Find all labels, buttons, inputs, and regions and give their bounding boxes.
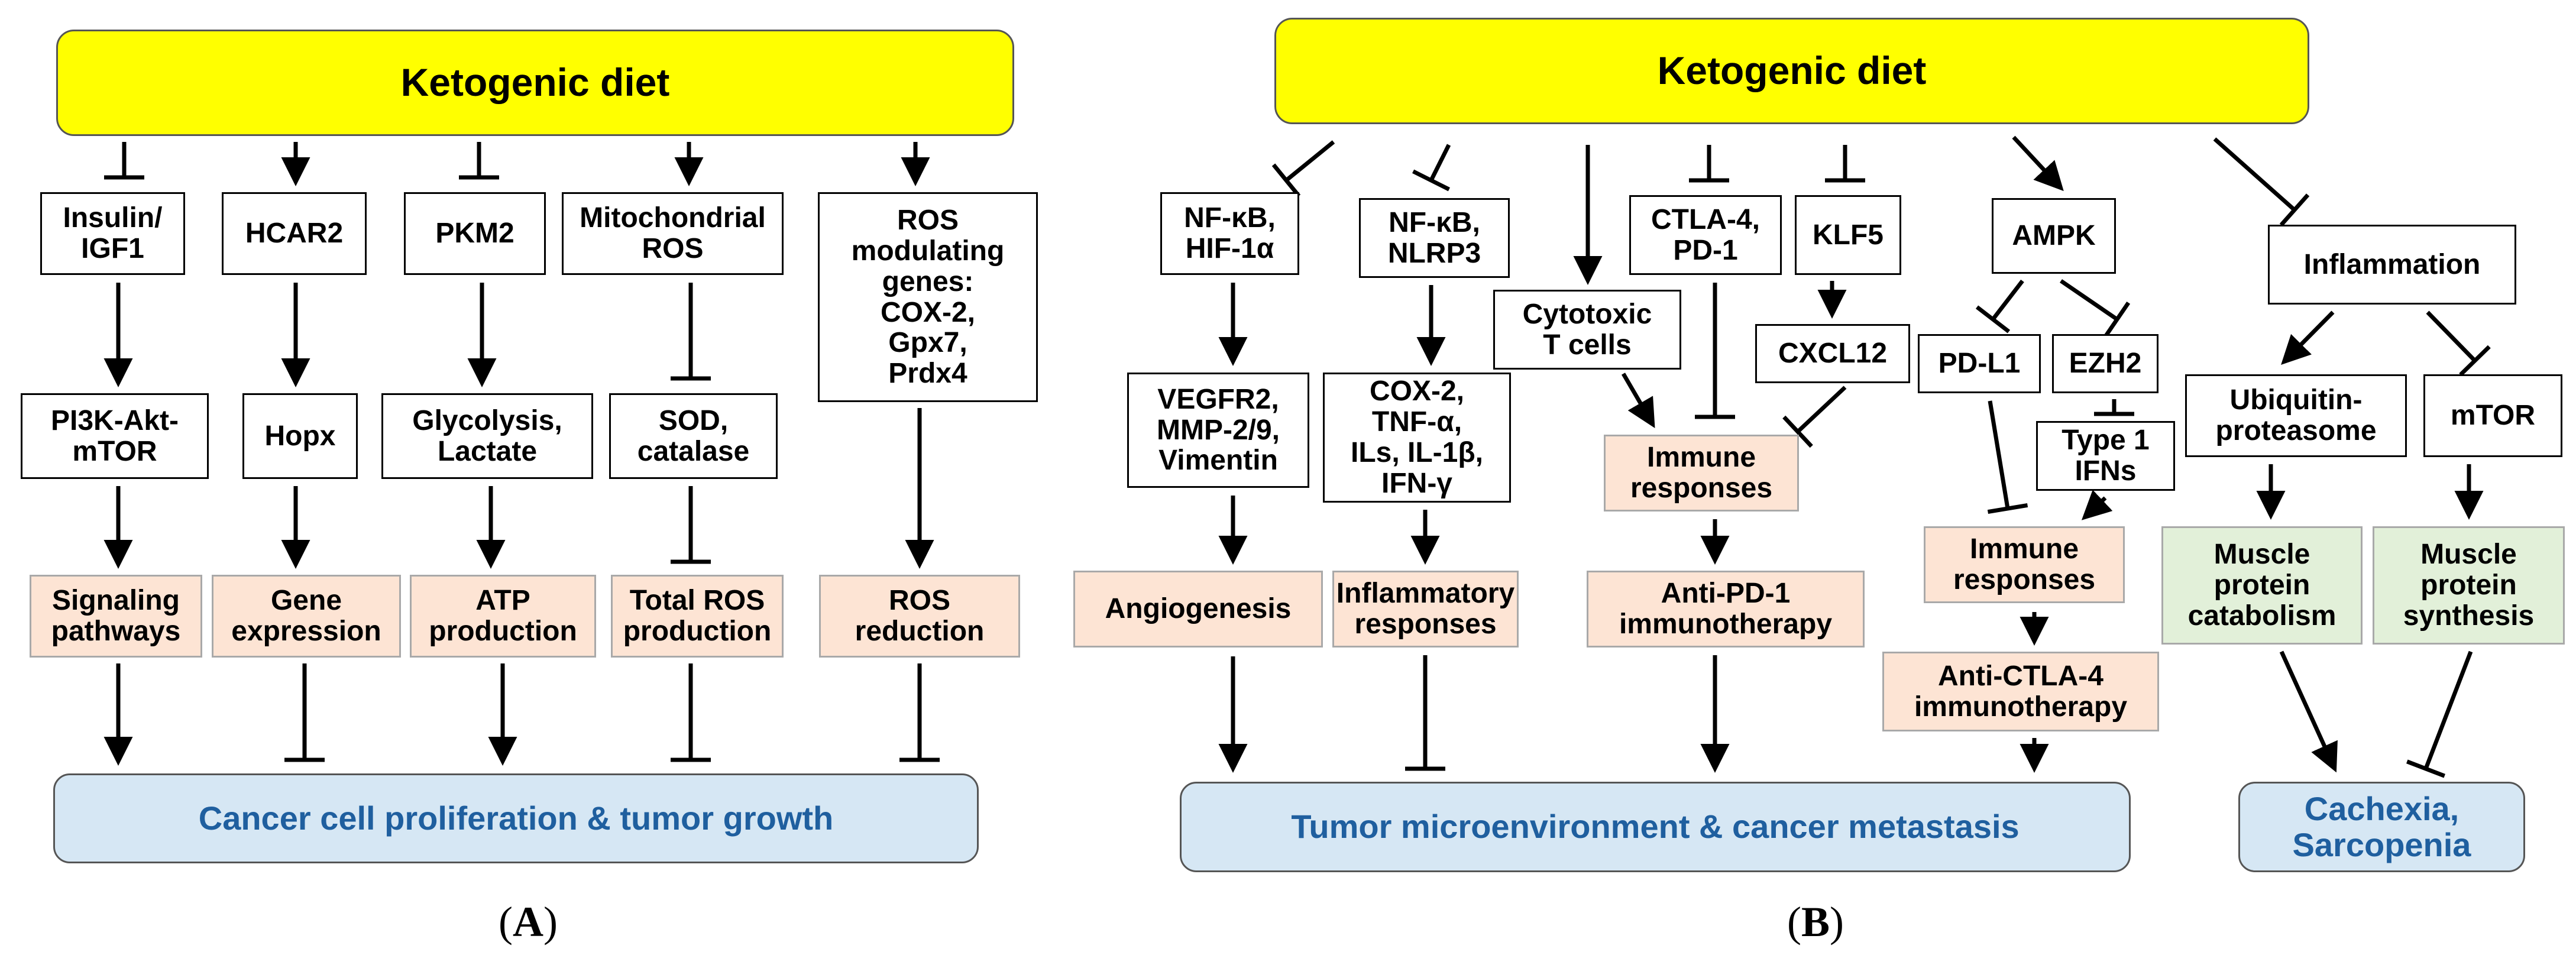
- inhibition-bar-40: [1987, 503, 2028, 514]
- ctla4-pd1-box: CTLA-4, PD-1: [1629, 195, 1782, 275]
- insulin-igf1-box: Insulin/ IGF1: [40, 192, 185, 275]
- inhibition-bar-37: [1975, 305, 2011, 334]
- ketogenic-diet-header-b: Ketogenic diet: [1274, 18, 2309, 124]
- atp-production-box: ATP production: [410, 575, 596, 658]
- total-ros-production-box: Total ROS production: [611, 575, 784, 658]
- inhibition-line-20: [1284, 140, 1335, 182]
- activation-arrow-41: [2081, 490, 2113, 520]
- ros-reduction-box: ROS reduction: [819, 575, 1020, 658]
- muscle-protein-catabolism-box: Muscle protein catabolism: [2161, 526, 2363, 645]
- ros-modulating-genes-box: ROS modulating genes: COX-2, Gpx7, Prdx4: [818, 192, 1038, 402]
- cxcl12-box: CXCL12: [1755, 324, 1910, 383]
- inhibition-line-37: [1991, 279, 2024, 321]
- nfkb-hif1a-box: NF-κB, HIF-1α: [1160, 192, 1299, 275]
- panel-b-paren-close: ): [1830, 898, 1844, 946]
- cytotoxic-t-cells-box: Cytotoxic T cells: [1493, 290, 1681, 370]
- activation-arrow-25: [2012, 135, 2064, 192]
- inhibition-line-38: [2060, 279, 2118, 321]
- panel-a-letter: A: [513, 898, 543, 946]
- signaling-pathways-box: Signaling pathways: [30, 575, 202, 658]
- hcar2-box: HCAR2: [222, 192, 367, 275]
- panel-b-paren-open: (: [1787, 898, 1801, 946]
- cachexia-sarcopenia-outcome: Cachexia, Sarcopenia: [2238, 782, 2525, 872]
- muscle-protein-synthesis-box: Muscle protein synthesis: [2373, 526, 2565, 645]
- immune-responses-box-1: Immune responses: [1604, 435, 1799, 511]
- anti-ctla4-immunotherapy-box: Anti-CTLA-4 immunotherapy: [1882, 652, 2159, 731]
- klf5-box: KLF5: [1795, 195, 1901, 275]
- pkm2-box: PKM2: [404, 192, 546, 275]
- inhibition-line-26: [2213, 137, 2296, 212]
- cancer-proliferation-outcome: Cancer cell proliferation & tumor growth: [53, 773, 979, 863]
- inhibition-line-45: [2426, 310, 2477, 362]
- sod-catalase-box: SOD, catalase: [609, 393, 778, 479]
- type1-ifns-box: Type 1 IFNs: [2036, 421, 2175, 491]
- vegfr2-mmp-vimentin-box: VEGFR2, MMP-2/9, Vimentin: [1127, 373, 1309, 488]
- inhibition-line-21: [1429, 144, 1451, 182]
- panel-b-letter: B: [1801, 898, 1830, 946]
- inflammation-box: Inflammation: [2268, 225, 2516, 305]
- inflammatory-responses-box: Inflammatory responses: [1332, 571, 1519, 648]
- panel-a-label: (A): [469, 898, 587, 947]
- glycolysis-lactate-box: Glycolysis, Lactate: [381, 393, 593, 479]
- mtor-box: mTOR: [2423, 374, 2562, 457]
- inhibition-bar-34: [1782, 415, 1813, 448]
- immune-responses-box-2: Immune responses: [1924, 526, 2125, 603]
- inhibition-bar-21: [1412, 169, 1450, 192]
- ubiquitin-proteasome-box: Ubiquitin- proteasome: [2185, 374, 2407, 457]
- inhibition-line-34: [1796, 386, 1847, 433]
- activation-arrow-44: [2281, 310, 2335, 365]
- ezh2-box: EZH2: [2052, 334, 2158, 393]
- inhibition-bar-20: [1271, 163, 1301, 198]
- anti-pd1-immunotherapy-box: Anti-PD-1 immunotherapy: [1587, 571, 1865, 648]
- cox2-tnf-ils-box: COX-2, TNF-α, ILs, IL-1β, IFN-γ: [1323, 373, 1511, 503]
- pi3k-akt-mtor-box: PI3K-Akt- mTOR: [21, 393, 209, 479]
- hopx-box: Hopx: [242, 393, 358, 479]
- nfkb-nlrp3-box: NF-κB, NLRP3: [1359, 198, 1510, 278]
- inhibition-line-49: [2423, 650, 2473, 770]
- activation-arrow-48: [2279, 650, 2338, 773]
- inhibition-bar-38: [2103, 301, 2131, 338]
- mitochondrial-ros-box: Mitochondrial ROS: [562, 192, 784, 275]
- activation-arrow-32: [1621, 373, 1655, 429]
- panel-b-label: (B): [1756, 898, 1875, 947]
- inhibition-bar-45: [2459, 345, 2491, 377]
- inhibition-line-40: [1988, 400, 2010, 509]
- inhibition-bar-26: [2279, 193, 2310, 226]
- panel-a-paren-close: ): [543, 898, 558, 946]
- ketogenic-diet-header-a: Ketogenic diet: [56, 30, 1014, 136]
- pdl1-box: PD-L1: [1918, 334, 2041, 393]
- gene-expression-box: Gene expression: [212, 575, 401, 658]
- angiogenesis-box: Angiogenesis: [1073, 571, 1323, 648]
- panel-a-paren-open: (: [499, 898, 513, 946]
- ampk-box: AMPK: [1992, 198, 2116, 274]
- inhibition-bar-49: [2406, 759, 2445, 778]
- tumor-microenvironment-outcome: Tumor microenvironment & cancer metastas…: [1180, 782, 2131, 872]
